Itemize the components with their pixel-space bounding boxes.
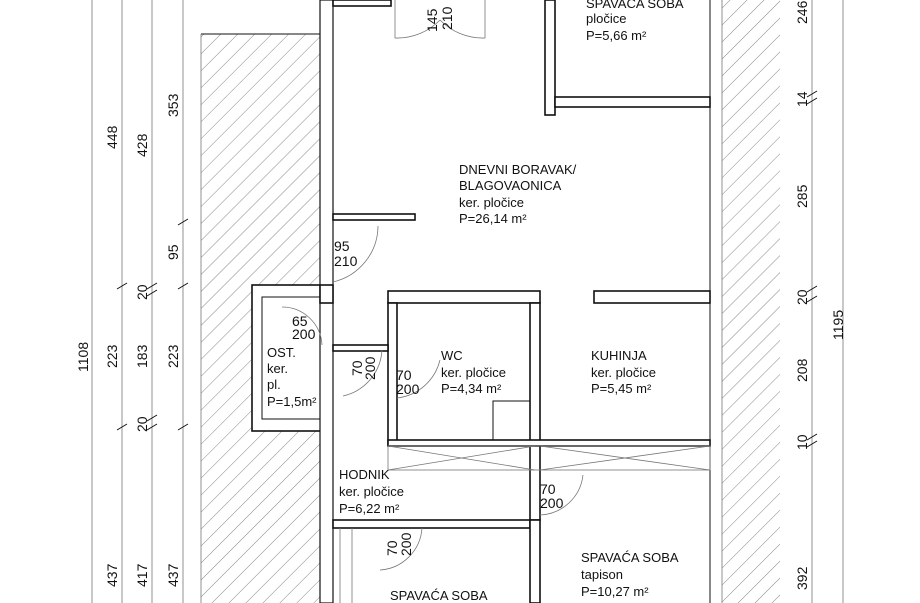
door-swings xyxy=(281,0,584,571)
svg-text:285: 285 xyxy=(794,184,810,208)
door-width: 145 xyxy=(424,8,440,32)
room-hallway: HODNIK ker. pločice P=6,22 m² xyxy=(339,467,404,516)
svg-text:pločice: pločice xyxy=(586,11,626,26)
svg-text:ker.: ker. xyxy=(267,361,288,376)
svg-text:SPAVAĆA SOBA: SPAVAĆA SOBA xyxy=(586,0,684,11)
svg-text:KUHINJA: KUHINJA xyxy=(591,348,647,363)
svg-text:SPAVAĆA SOBA: SPAVAĆA SOBA xyxy=(581,550,679,565)
svg-text:10: 10 xyxy=(794,434,810,450)
door-height: 210 xyxy=(334,253,358,269)
svg-text:ker. pločice: ker. pločice xyxy=(459,195,524,210)
svg-text:223: 223 xyxy=(165,344,181,368)
room-bedroom-bottom: SPAVAĆA SOBA xyxy=(390,588,488,603)
svg-text:P=6,22 m²: P=6,22 m² xyxy=(339,501,400,516)
room-wc: WC ker. pločice P=4,34 m² xyxy=(441,348,506,396)
svg-text:P=26,14 m²: P=26,14 m² xyxy=(459,211,527,226)
svg-text:246: 246 xyxy=(794,0,810,24)
svg-text:P=1,5m²: P=1,5m² xyxy=(267,394,317,409)
room-living: DNEVNI BORAVAK/ BLAGOVAONICA ker. pločic… xyxy=(459,162,577,226)
door-height: 200 xyxy=(398,532,414,556)
door-width: 70 xyxy=(349,360,365,376)
svg-text:1195: 1195 xyxy=(830,310,846,340)
svg-text:HODNIK: HODNIK xyxy=(339,467,390,482)
dimension-labels-right: 246 14 285 20 208 10 392 1195 xyxy=(794,0,846,590)
svg-text:417: 417 xyxy=(134,563,150,587)
door-width: 95 xyxy=(334,238,350,254)
door-height: 200 xyxy=(540,495,564,511)
svg-text:BLAGOVAONICA: BLAGOVAONICA xyxy=(459,178,562,193)
door-height: 200 xyxy=(362,356,378,380)
svg-text:pl.: pl. xyxy=(267,377,281,392)
svg-text:208: 208 xyxy=(794,358,810,382)
room-bedroom-right: SPAVAĆA SOBA tapison P=10,27 m² xyxy=(581,550,679,599)
room-kitchen: KUHINJA ker. pločice P=5,45 m² xyxy=(591,348,656,396)
door-width: 70 xyxy=(384,540,400,556)
svg-text:353: 353 xyxy=(165,93,181,117)
svg-text:P=4,34 m²: P=4,34 m² xyxy=(441,381,502,396)
door-height: 200 xyxy=(292,326,316,342)
svg-text:P=5,45 m²: P=5,45 m² xyxy=(591,381,652,396)
dimension-labels-left: 1108 448 223 437 428 20 183 20 417 353 9… xyxy=(75,93,181,587)
svg-text:1108: 1108 xyxy=(75,342,91,372)
room-storage: OST. ker. pl. P=1,5m² xyxy=(267,345,317,409)
svg-text:ker. pločice: ker. pločice xyxy=(441,365,506,380)
dimension-lines-right xyxy=(806,0,844,603)
walls xyxy=(319,0,711,603)
svg-text:223: 223 xyxy=(104,344,120,368)
svg-text:437: 437 xyxy=(104,563,120,587)
svg-text:ker. pločice: ker. pločice xyxy=(339,484,404,499)
svg-text:WC: WC xyxy=(441,348,463,363)
door-height: 200 xyxy=(396,381,420,397)
svg-text:20: 20 xyxy=(134,416,150,432)
svg-text:183: 183 xyxy=(134,344,150,368)
svg-text:OST.: OST. xyxy=(267,345,296,360)
svg-text:14: 14 xyxy=(794,91,810,107)
svg-text:tapison: tapison xyxy=(581,567,623,582)
svg-text:392: 392 xyxy=(794,566,810,590)
svg-text:20: 20 xyxy=(134,284,150,300)
door-width: 65 xyxy=(292,313,308,329)
door-height: 210 xyxy=(439,6,455,30)
svg-text:20: 20 xyxy=(794,289,810,305)
door-width: 70 xyxy=(396,367,412,383)
dimension-lines-left xyxy=(91,0,189,603)
door-dimensions: 145 210 95 210 65 200 70 200 70 200 70 2… xyxy=(292,6,564,556)
svg-text:P=5,66 m²: P=5,66 m² xyxy=(586,28,647,43)
svg-text:437: 437 xyxy=(165,563,181,587)
shower-tray xyxy=(492,400,531,441)
storage-wall xyxy=(251,284,323,432)
door-width: 70 xyxy=(540,481,556,497)
svg-text:P=10,27 m²: P=10,27 m² xyxy=(581,584,649,599)
svg-text:ker. pločice: ker. pločice xyxy=(591,365,656,380)
svg-text:448: 448 xyxy=(104,125,120,149)
room-bedroom-top: SPAVAĆA SOBA pločice P=5,66 m² xyxy=(586,0,684,43)
svg-text:95: 95 xyxy=(165,244,181,260)
svg-text:DNEVNI BORAVAK/: DNEVNI BORAVAK/ xyxy=(459,162,577,177)
terrace-right-hatch xyxy=(721,0,780,603)
svg-text:428: 428 xyxy=(134,133,150,157)
